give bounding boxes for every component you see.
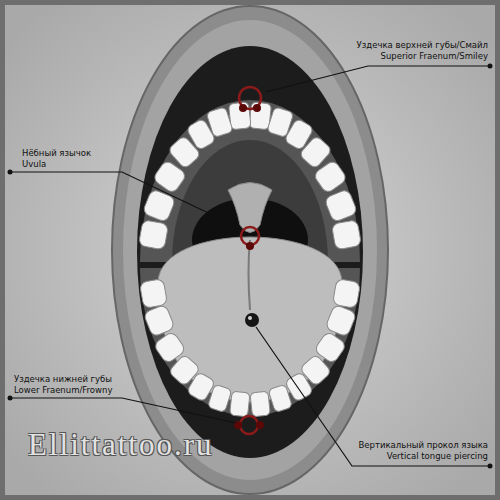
callout-label: Uvula	[22, 159, 46, 170]
mouth-cavity	[137, 46, 363, 458]
smiley-piercing	[239, 87, 261, 112]
outer-lips	[112, 6, 388, 494]
leader-lines	[10, 66, 490, 466]
callout-label: Vertical tongue piercing	[387, 451, 488, 462]
callout-label: Вертикальный прокол языка	[358, 440, 488, 451]
inner-lips	[123, 20, 377, 480]
background	[5, 5, 495, 495]
callout-label: Уздечка верхней губы/Смайл	[357, 40, 488, 51]
leader-dots	[8, 64, 493, 469]
frowny-piercing	[234, 416, 264, 434]
callout-label: Уздечка нижней губы	[14, 374, 112, 385]
callout-label: Lower Fraenum/Frowny	[14, 385, 112, 396]
uvula-piercing	[241, 227, 259, 250]
watermark: Ellittattoo.ru	[28, 428, 214, 462]
tongue-midline	[249, 240, 251, 310]
callout-label: Superior Fraenum/Smiley	[381, 51, 488, 62]
callout-label: Нёбный язычок	[22, 148, 91, 159]
tongue	[158, 237, 342, 402]
tongue-piercing	[245, 313, 259, 327]
lower-teeth	[139, 279, 360, 417]
upper-teeth	[138, 102, 361, 250]
